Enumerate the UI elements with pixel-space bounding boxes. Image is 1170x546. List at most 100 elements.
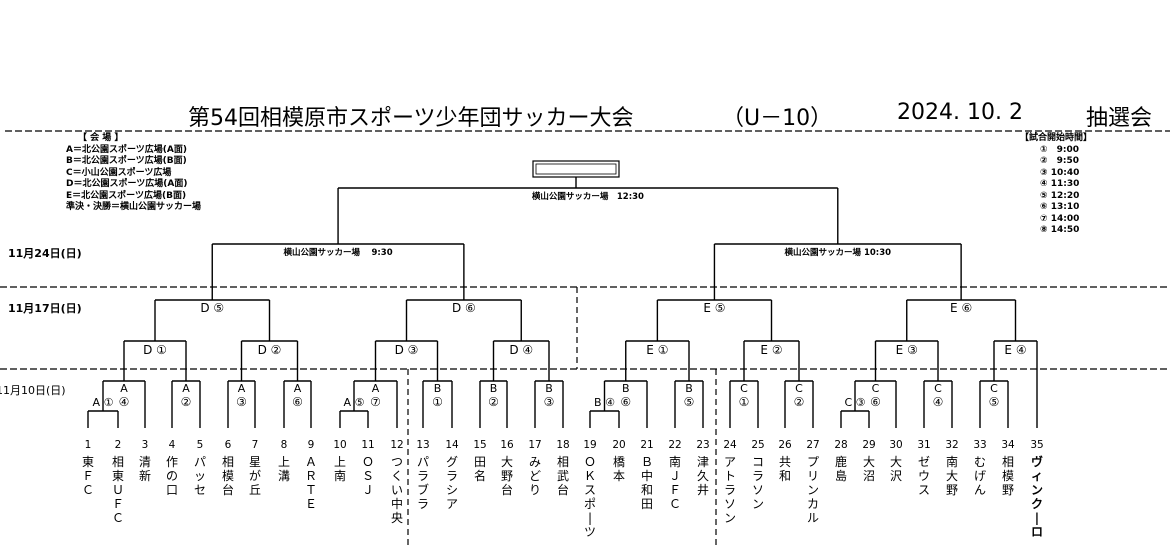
team-name-char: Ｊ	[362, 483, 374, 497]
tournament-title: 第54回相模原市スポーツ少年団サッカー大会	[188, 106, 634, 131]
team-name-char: 清	[139, 455, 151, 469]
team-name-char: 島	[835, 468, 847, 483]
team-name-char: Ｃ	[82, 483, 94, 497]
match-label: C	[934, 382, 942, 395]
champion-box-inner	[535, 163, 617, 175]
match-label: E ④	[1004, 343, 1026, 357]
team-number: 14	[445, 439, 459, 451]
team-name-char: Ｓ	[362, 469, 374, 483]
match-label: B	[545, 382, 553, 395]
team-number: 28	[834, 439, 847, 451]
match-label: C	[990, 382, 998, 395]
team-name-char: ど	[529, 469, 541, 483]
team-number: 17	[528, 439, 541, 451]
team-number: 3	[142, 439, 149, 451]
match-label: B	[434, 382, 442, 395]
team-name-char: 橋	[613, 455, 625, 469]
team-name-char: 田	[474, 455, 486, 469]
team-name-char: プ	[807, 455, 819, 469]
team-name-char: 大	[863, 455, 875, 469]
match-label: D ⑥	[452, 301, 476, 315]
team-number: 10	[333, 439, 346, 451]
team-name-char: 東	[82, 455, 94, 469]
match-label: B ④	[594, 396, 615, 409]
match-label: A	[238, 382, 246, 395]
team-name-char: ン	[752, 497, 764, 511]
team-name-char: 久	[697, 469, 709, 483]
team-name-char: 台	[501, 482, 513, 497]
team-name-char: Ｒ	[305, 469, 317, 483]
venue-line: C＝小山公園スポーツ広場	[66, 167, 172, 178]
team-number: 21	[640, 439, 653, 451]
team-name-char: 野	[501, 469, 513, 483]
venue-line: 準決・決勝＝横山公園サッカー場	[66, 202, 202, 212]
team-name-char: 田	[641, 497, 653, 511]
match-label: C	[740, 382, 748, 395]
team-name-char: ス	[584, 483, 596, 497]
team-number: 15	[473, 439, 486, 451]
match-label: C ③	[844, 396, 865, 409]
team-name-char: 沢	[890, 469, 902, 483]
team-name-char: Ｊ	[669, 469, 681, 483]
team-name-char: ヴ	[1031, 454, 1043, 469]
team-name-char: コ	[752, 455, 764, 469]
team-name-char: |	[588, 511, 592, 525]
team-name-char: グ	[446, 455, 458, 469]
team-name-char: Ｆ	[669, 483, 681, 497]
team-name-char: Ａ	[305, 455, 317, 469]
match-label: A	[372, 382, 380, 395]
team-name-char: つ	[391, 455, 403, 469]
team-number: 30	[889, 439, 902, 451]
team-number: 34	[1001, 439, 1015, 451]
team-name-char: Ｅ	[305, 497, 317, 511]
match-label: E ⑤	[703, 301, 725, 315]
team-name-char: 和	[641, 483, 653, 497]
start-time-line: ② 9:50	[1040, 156, 1080, 166]
team-number: 22	[668, 439, 681, 451]
team-name-char: み	[529, 455, 541, 469]
date-round3: 11月17日(日)	[8, 302, 82, 315]
start-time-line: ⑥ 13:10	[1040, 202, 1080, 212]
team-name-char: 名	[474, 468, 486, 483]
match-label: ②	[181, 395, 192, 409]
match-label: A ①	[93, 396, 114, 409]
match-label: A	[294, 382, 302, 395]
team-name-char: パ	[417, 455, 429, 469]
draw-date: 2024. 10. 2	[897, 100, 1023, 125]
match-label: D ④	[509, 343, 533, 357]
team-name-char: 井	[697, 483, 709, 497]
match-label: ⑤	[684, 395, 695, 409]
team-name-char: ロ	[1031, 525, 1043, 539]
team-name-char: が	[249, 468, 261, 483]
team-number: 18	[556, 439, 569, 451]
team-name-char: ポ	[584, 497, 596, 511]
match-label: ①	[432, 395, 443, 409]
team-name-char: Ｆ	[112, 497, 124, 511]
match-label: A	[120, 382, 128, 395]
team-name-char: 鹿	[835, 454, 847, 469]
team-name-char: ン	[724, 511, 736, 525]
team-name-char: 央	[391, 511, 403, 525]
team-number: 31	[917, 439, 930, 451]
team-number: 11	[361, 439, 374, 451]
match-label: ⑥	[292, 395, 303, 409]
team-number: 27	[806, 439, 819, 451]
team-name-char: ィ	[1031, 469, 1043, 483]
team-name-char: の	[166, 469, 178, 483]
team-number: 24	[723, 439, 737, 451]
match-label: ④	[119, 395, 130, 409]
match-label: D ②	[258, 343, 282, 357]
match-label: E ⑥	[950, 301, 972, 315]
semifinal-label: 横山公園サッカー場 10:30	[784, 247, 892, 258]
team-name-char: ブ	[417, 482, 429, 497]
match-label: C	[872, 382, 880, 395]
team-name-char: ク	[1031, 497, 1043, 511]
start-time-legend: 【試合開始時間】 ① 9:00 ② 9:50 ③ 10:40 ④ 11:30 ⑤…	[1020, 133, 1092, 237]
match-label: ③	[544, 395, 555, 409]
team-name-char: 上	[278, 455, 290, 469]
venue-heading: 【 会 場 】	[78, 133, 124, 143]
team-number: 35	[1030, 439, 1043, 451]
venue-line: B＝北公園スポーツ広場(B面)	[66, 156, 187, 166]
